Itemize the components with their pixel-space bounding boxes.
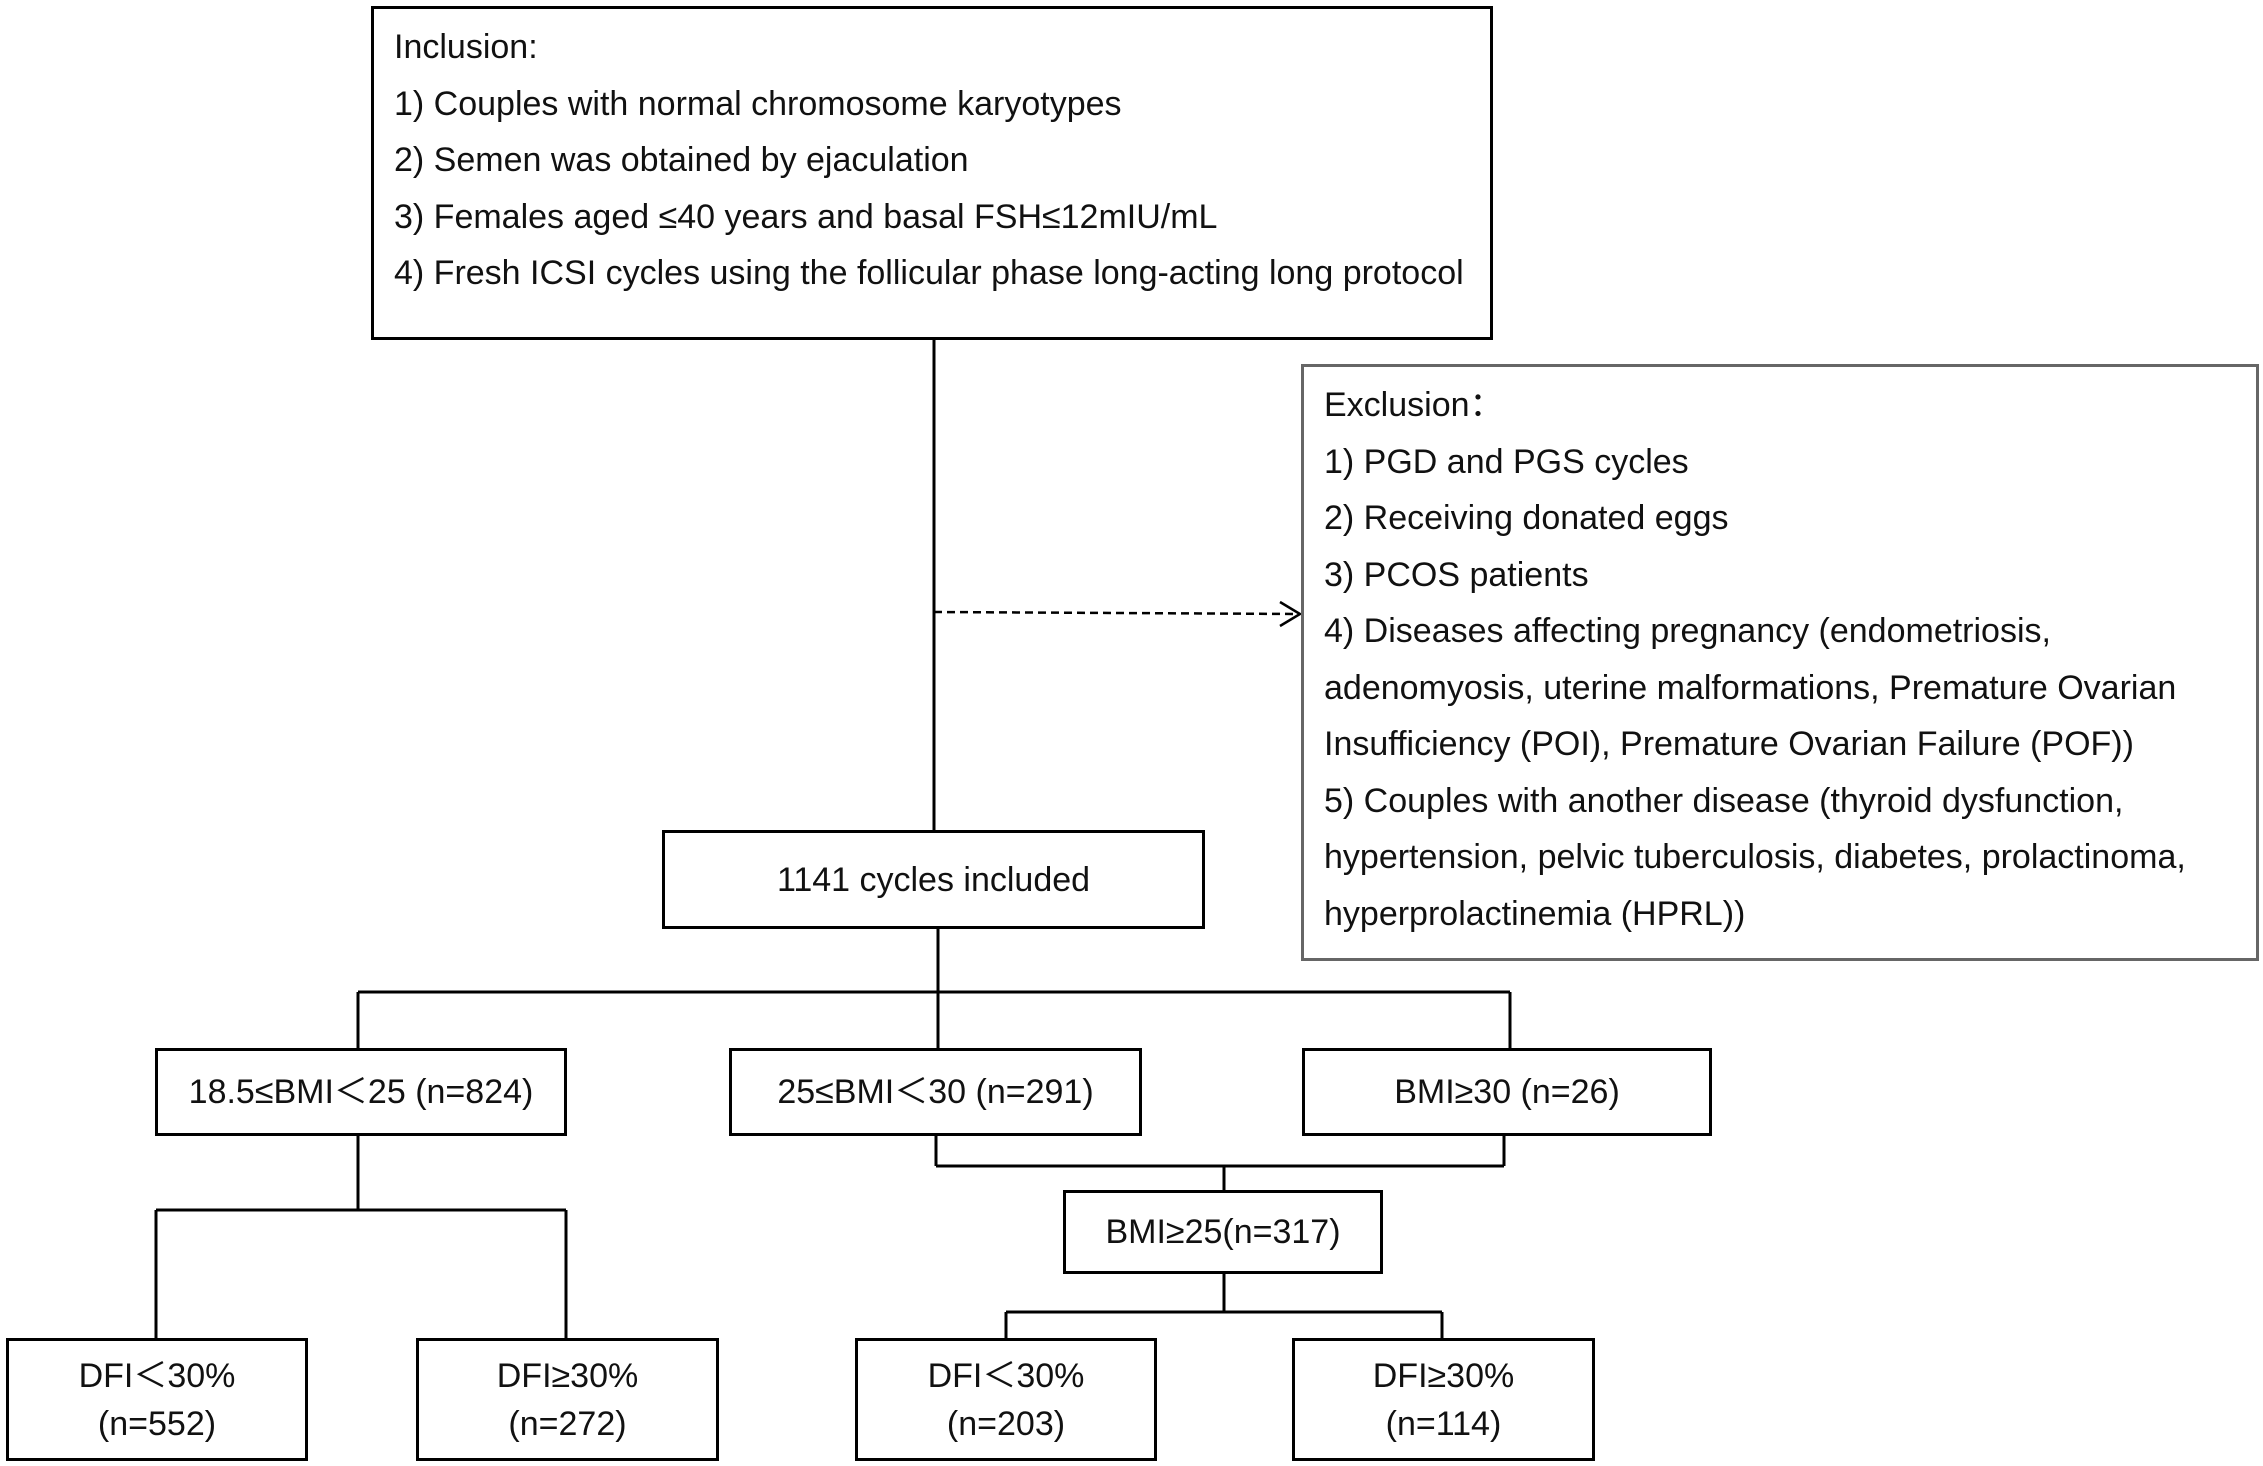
exclusion-line: adenomyosis, uterine malformations, Prem… — [1324, 668, 2177, 707]
inclusion-item: 2) Semen was obtained by ejaculation — [394, 141, 969, 179]
dfi-normal-low-box: DFI＜30% (n=552) — [6, 1338, 308, 1461]
exclusion-line: 5) Couples with another disease (thyroid… — [1324, 781, 2124, 820]
dfi-over-high-box: DFI≥30% (n=114) — [1292, 1338, 1595, 1461]
inclusion-item: 1) Couples with normal chromosome karyot… — [394, 84, 1122, 123]
bmi-obese-box: BMI≥30 (n=26) — [1302, 1048, 1712, 1136]
included-cycles-box: 1141 cycles included — [662, 830, 1205, 929]
inclusion-heading: Inclusion: — [394, 28, 538, 66]
bmi-combined-label: BMI≥25(n=317) — [1105, 1213, 1341, 1251]
exclusion-line: hypertension, pelvic tuberculosis, diabe… — [1324, 838, 2186, 876]
exclusion-heading: Exclusion： — [1324, 386, 1504, 424]
dfi-count: (n=272) — [508, 1404, 627, 1443]
exclusion-arrow — [933, 600, 1303, 628]
dfi-label: DFI＜30% — [78, 1356, 236, 1395]
exclusion-line: 1) PGD and PGS cycles — [1324, 442, 1689, 481]
bmi-overweight-label: 25≤BMI＜30 (n=291) — [777, 1073, 1094, 1111]
bmi-normal-label: 18.5≤BMI＜25 (n=824) — [188, 1073, 534, 1111]
exclusion-line: 3) PCOS patients — [1324, 555, 1589, 594]
dfi-count: (n=552) — [97, 1404, 217, 1443]
bmi-normal-box: 18.5≤BMI＜25 (n=824) — [155, 1048, 567, 1136]
bmi-overweight-box: 25≤BMI＜30 (n=291) — [729, 1048, 1142, 1136]
dfi-normal-high-box: DFI≥30% (n=272) — [416, 1338, 719, 1461]
inclusion-box: Inclusion: 1) Couples with normal chromo… — [371, 6, 1493, 340]
bmi-obese-label: BMI≥30 (n=26) — [1394, 1073, 1620, 1111]
exclusion-line: hyperprolactinemia (HPRL)) — [1324, 894, 1746, 933]
inclusion-item: 3) Females aged ≤40 years and basal FSH≤… — [394, 197, 1218, 236]
exclusion-line: 4) Diseases affecting pregnancy (endomet… — [1324, 612, 2051, 650]
dfi-label: DFI＜30% — [927, 1356, 1085, 1395]
exclusion-box: Exclusion： 1) PGD and PGS cycles 2) Rece… — [1301, 364, 2259, 961]
dfi-over-low-box: DFI＜30% (n=203) — [855, 1338, 1157, 1461]
dfi-label: DFI≥30% — [496, 1356, 639, 1395]
dfi-count: (n=114) — [1385, 1404, 1502, 1443]
bmi-combined-box: BMI≥25(n=317) — [1063, 1190, 1383, 1274]
exclusion-line: Insufficiency (POI), Premature Ovarian F… — [1324, 725, 2134, 763]
inclusion-item: 4) Fresh ICSI cycles using the follicula… — [394, 254, 1464, 292]
dfi-count: (n=203) — [946, 1404, 1066, 1443]
dfi-label: DFI≥30% — [1372, 1356, 1515, 1395]
included-cycles-label: 1141 cycles included — [776, 860, 1091, 899]
exclusion-line: 2) Receiving donated eggs — [1324, 499, 1729, 537]
